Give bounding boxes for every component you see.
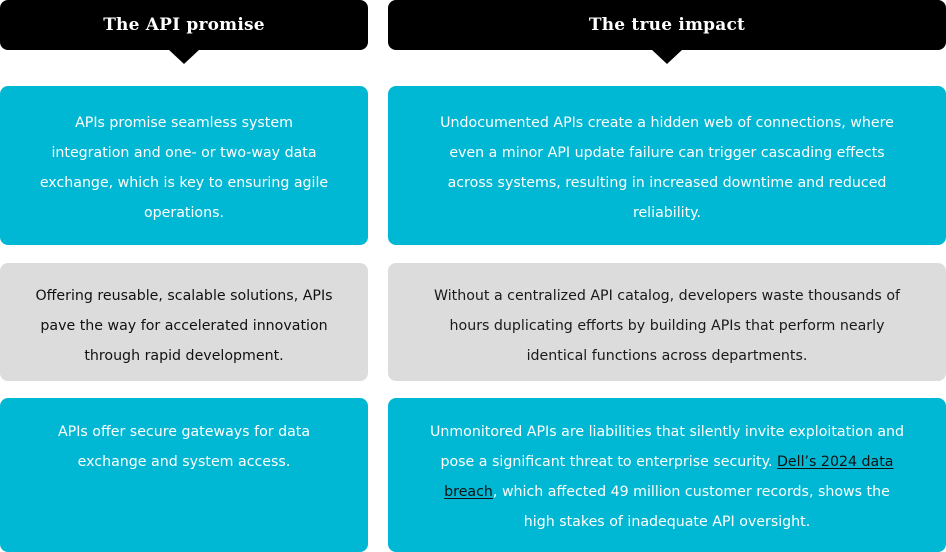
promise-card-integration: APIs promise seamless system integration… (0, 86, 368, 245)
impact-card-undocumented: Undocumented APIs create a hidden web of… (388, 86, 946, 245)
promise-text-secure: APIs offer secure gateways for data exch… (57, 424, 311, 470)
impact-text-undocumented: Undocumented APIs create a hidden web of… (440, 115, 894, 221)
promise-card-secure: APIs offer secure gateways for data exch… (0, 398, 368, 552)
impact-card-unmonitored: Unmonitored APIs are liabilities that si… (388, 398, 946, 552)
header-true-impact: The true impact (388, 0, 946, 50)
promise-text-integration: APIs promise seamless system integration… (39, 115, 329, 221)
impact-card-catalog: Without a centralized API catalog, devel… (388, 263, 946, 381)
header-true-impact-label: The true impact (588, 15, 746, 35)
dell-breach-link[interactable]: Dell’s 2024 data breach (444, 454, 894, 500)
header-api-promise: The API promise (0, 0, 368, 50)
impact-text-unmonitored-before: Unmonitored APIs are liabilities that si… (429, 424, 905, 470)
header-api-promise-label: The API promise (103, 15, 265, 35)
impact-text-catalog: Without a centralized API catalog, devel… (433, 288, 901, 364)
impact-text-unmonitored-after: , which affected 49 million customer rec… (492, 484, 890, 530)
promise-text-reusable: Offering reusable, scalable solutions, A… (35, 288, 333, 364)
promise-card-reusable: Offering reusable, scalable solutions, A… (0, 263, 368, 381)
impact-text-unmonitored: Unmonitored APIs are liabilities that si… (427, 417, 907, 552)
